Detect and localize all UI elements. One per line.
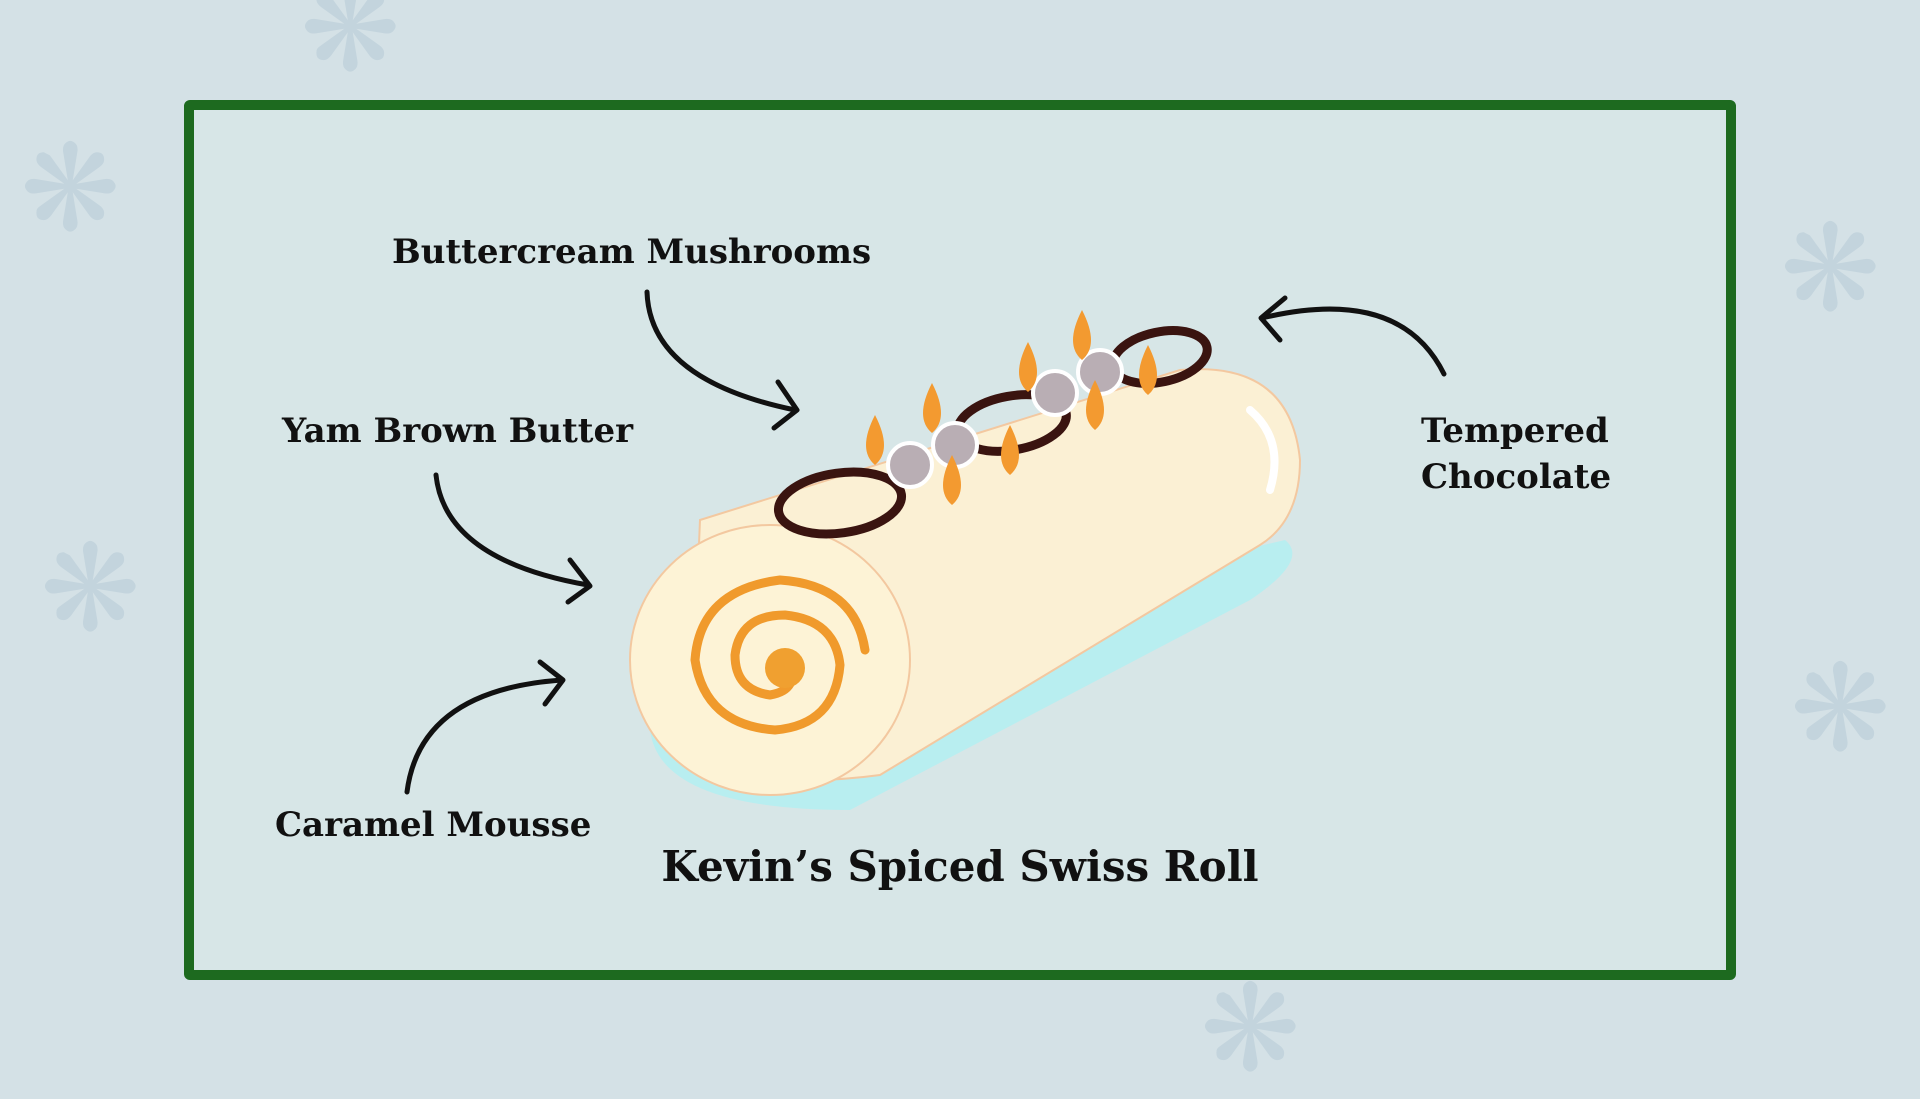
arrow-caramel <box>404 659 566 795</box>
leaf-icon: ❋ <box>1200 960 1301 1099</box>
caramel-center <box>765 648 805 688</box>
caramel-swirl <box>690 575 870 735</box>
arrow-yam <box>433 472 593 605</box>
leaf-icon: ❋ <box>300 0 401 99</box>
yam-brown-butter-drops <box>866 310 1157 505</box>
arrow-buttercream <box>644 289 800 431</box>
leaf-icon: ❋ <box>1790 640 1891 779</box>
leaf-icon: ❋ <box>1780 200 1881 339</box>
label-yam-brown-butter: Yam Brown Butter <box>282 411 634 451</box>
cake-highlight <box>1246 406 1279 494</box>
leaf-icon: ❋ <box>40 520 141 659</box>
label-buttercream-mushrooms: Buttercream Mushrooms <box>392 232 872 272</box>
leaf-icon: ❋ <box>20 120 121 259</box>
buttercream-mushrooms <box>886 348 1124 489</box>
label-tempered-line2: Chocolate <box>1421 457 1612 497</box>
diagram-title: Kevin’s Spiced Swiss Roll <box>661 842 1259 891</box>
label-tempered-line1: Tempered <box>1421 411 1609 451</box>
arrow-tempered <box>1258 295 1447 377</box>
label-caramel-mousse: Caramel Mousse <box>275 805 592 845</box>
